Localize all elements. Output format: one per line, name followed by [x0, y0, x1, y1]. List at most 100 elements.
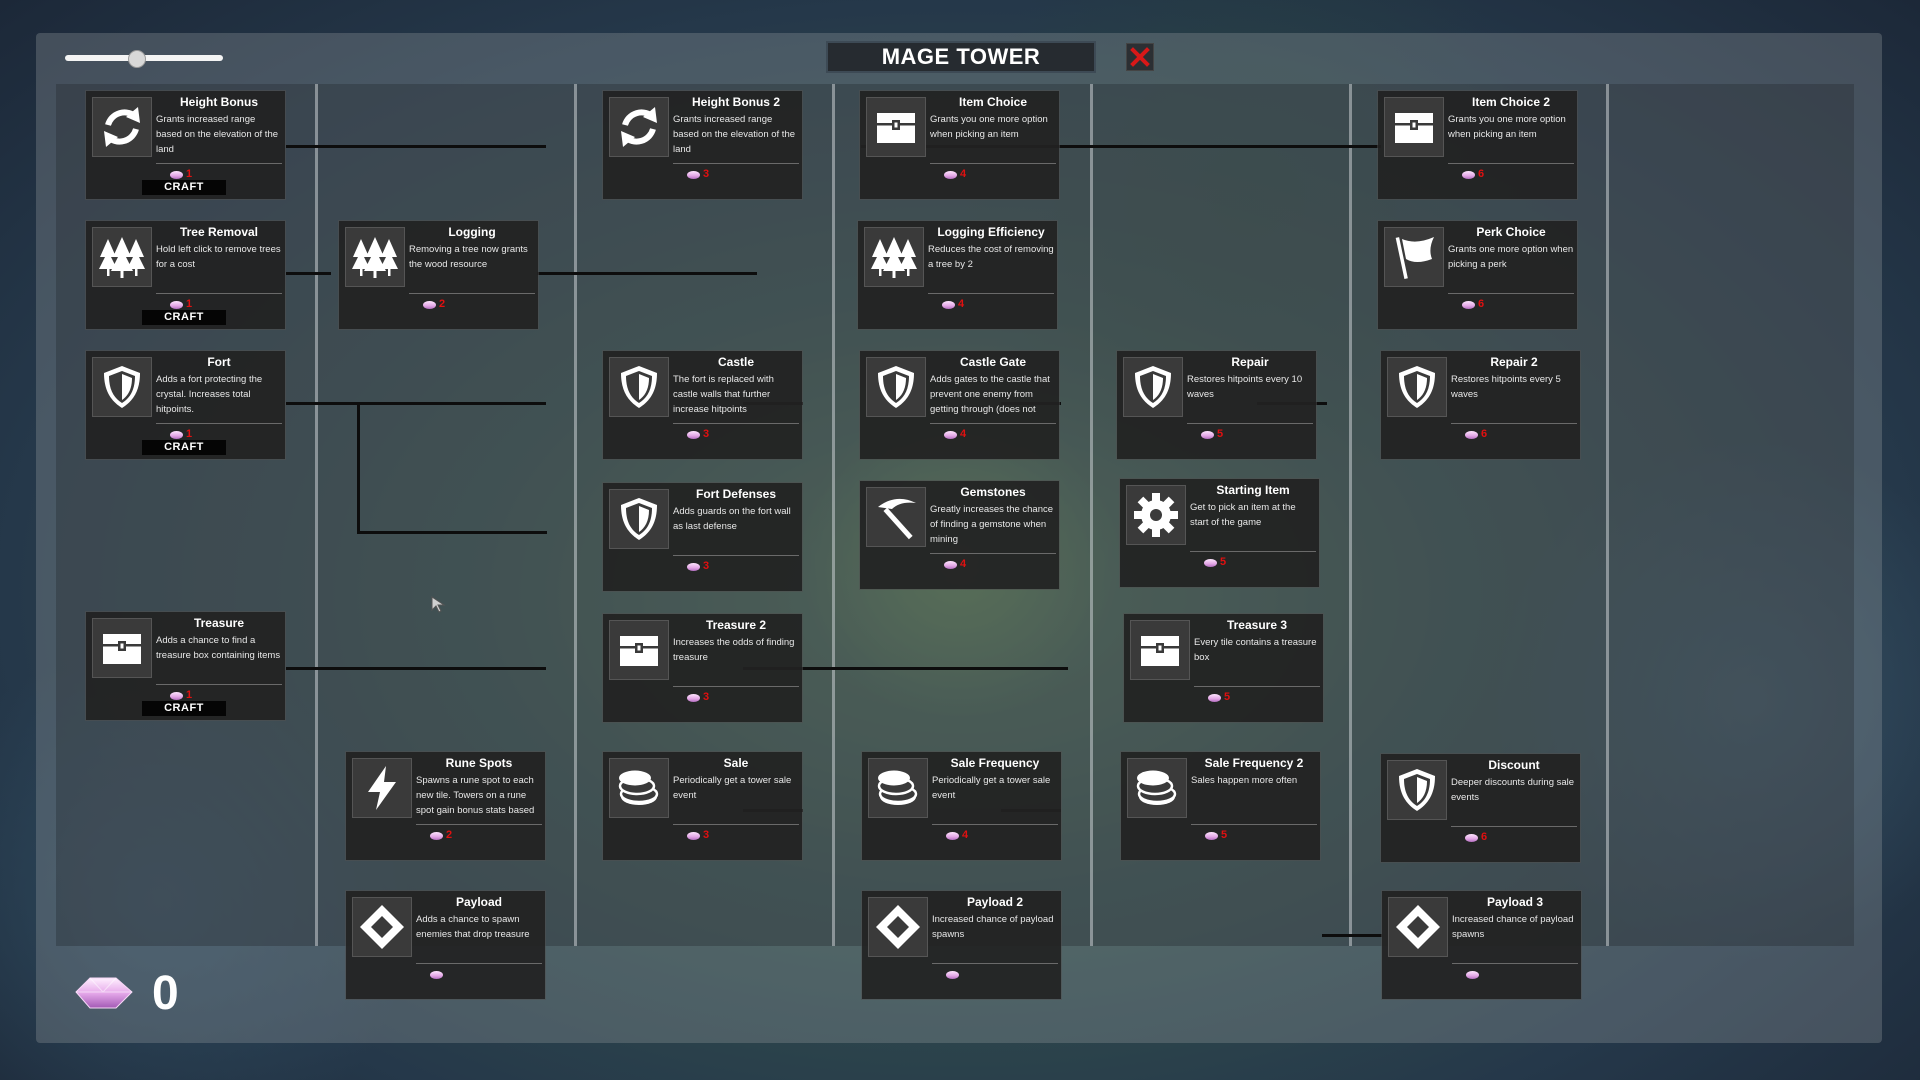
perk-cost: 6: [1465, 428, 1545, 442]
perk-description: Every tile contains a treasure box: [1194, 637, 1317, 663]
perk-cost-value: 6: [1478, 298, 1485, 310]
perk-title: Item Choice 2: [1471, 95, 1551, 109]
coins-icon: [609, 758, 669, 818]
perk-cost: 3: [687, 691, 767, 705]
trees-icon: [345, 227, 405, 287]
gem-icon: [942, 301, 955, 309]
perk-description: Removing a tree now grants the wood reso…: [409, 244, 528, 270]
perk-title: Treasure 2: [705, 618, 767, 632]
perk-cost: 6: [1465, 831, 1545, 845]
card-divider: [673, 555, 799, 556]
column-divider: [832, 84, 835, 946]
perk-cost: 3: [687, 168, 767, 182]
perk-title: Castle: [717, 355, 755, 369]
card-divider: [1187, 423, 1313, 424]
perk-description: Grants you one more option when picking …: [1448, 114, 1566, 140]
trees-icon: [92, 227, 152, 287]
column-divider: [1090, 84, 1093, 946]
perk-title: Tree Removal: [179, 225, 259, 239]
craft-button[interactable]: CRAFT: [142, 440, 226, 455]
zoom-slider-handle[interactable]: [128, 50, 147, 68]
card-divider: [416, 963, 542, 964]
shield-icon: [866, 357, 926, 417]
perk-cost-value: 1: [186, 428, 193, 440]
refresh-icon: [92, 97, 152, 157]
perk-description: Adds a fort protecting the crystal. Incr…: [156, 374, 263, 415]
perk-description: Sales happen more often: [1191, 775, 1298, 786]
perk-title: Item Choice: [958, 95, 1027, 109]
card-divider: [673, 686, 799, 687]
gem-icon: [170, 171, 183, 179]
perk-title: Treasure 3: [1226, 618, 1288, 632]
perk-cost-value: 6: [1478, 168, 1485, 180]
shield-icon: [609, 489, 669, 549]
perk-cost: 3: [687, 829, 767, 843]
perk-cost-value: 4: [962, 829, 969, 841]
perk-title: Starting Item: [1216, 483, 1290, 497]
close-button[interactable]: [1126, 43, 1154, 71]
craft-button[interactable]: CRAFT: [142, 180, 226, 195]
zoom-slider[interactable]: [65, 50, 223, 68]
perk-cost-value: 3: [703, 560, 710, 572]
gem-icon: [430, 971, 443, 979]
perk-description: Grants increased range based on the elev…: [156, 114, 279, 155]
perk-description: Get to pick an item at the start of the …: [1190, 502, 1296, 528]
perk-card-item-choice-2[interactable]: Item Choice 2 Grants you one more option …: [1378, 91, 1577, 199]
perk-description: Periodically get a tower sale event: [673, 775, 792, 801]
gem-icon: [70, 972, 136, 1014]
perk-title: Sale Frequency 2: [1204, 756, 1304, 770]
pickaxe-icon: [866, 487, 926, 547]
perk-title: Payload 3: [1486, 895, 1544, 909]
craft-button[interactable]: CRAFT: [142, 701, 226, 716]
perk-cost: 5: [1201, 428, 1281, 442]
card-divider: [673, 824, 799, 825]
card-divider: [930, 163, 1056, 164]
perk-cost: 5: [1204, 556, 1284, 570]
connector-line: [537, 272, 757, 275]
gem-icon: [170, 301, 183, 309]
perk-cost-value: 5: [1224, 691, 1231, 703]
perk-cost-value: 4: [960, 558, 967, 570]
perk-card-treasure-3[interactable]: Treasure 3 Every tile contains a treasure…: [1124, 614, 1323, 722]
perk-cost-value: 3: [703, 829, 710, 841]
gem-icon: [687, 431, 700, 439]
perk-description: Restores hitpoints every 5 waves: [1451, 374, 1561, 400]
craft-button[interactable]: CRAFT: [142, 310, 226, 325]
card-divider: [1191, 824, 1317, 825]
gem-icon: [687, 832, 700, 840]
gem-icon: [1205, 832, 1218, 840]
perk-description: Greatly increases the chance of finding …: [930, 504, 1054, 545]
chest-icon: [609, 620, 669, 680]
perk-cost: 3: [687, 428, 767, 442]
connector-line: [743, 667, 1068, 670]
refresh-icon: [609, 97, 669, 157]
gem-icon: [423, 301, 436, 309]
flag-icon: [1384, 227, 1444, 287]
perk-title: Gemstones: [960, 485, 1026, 499]
